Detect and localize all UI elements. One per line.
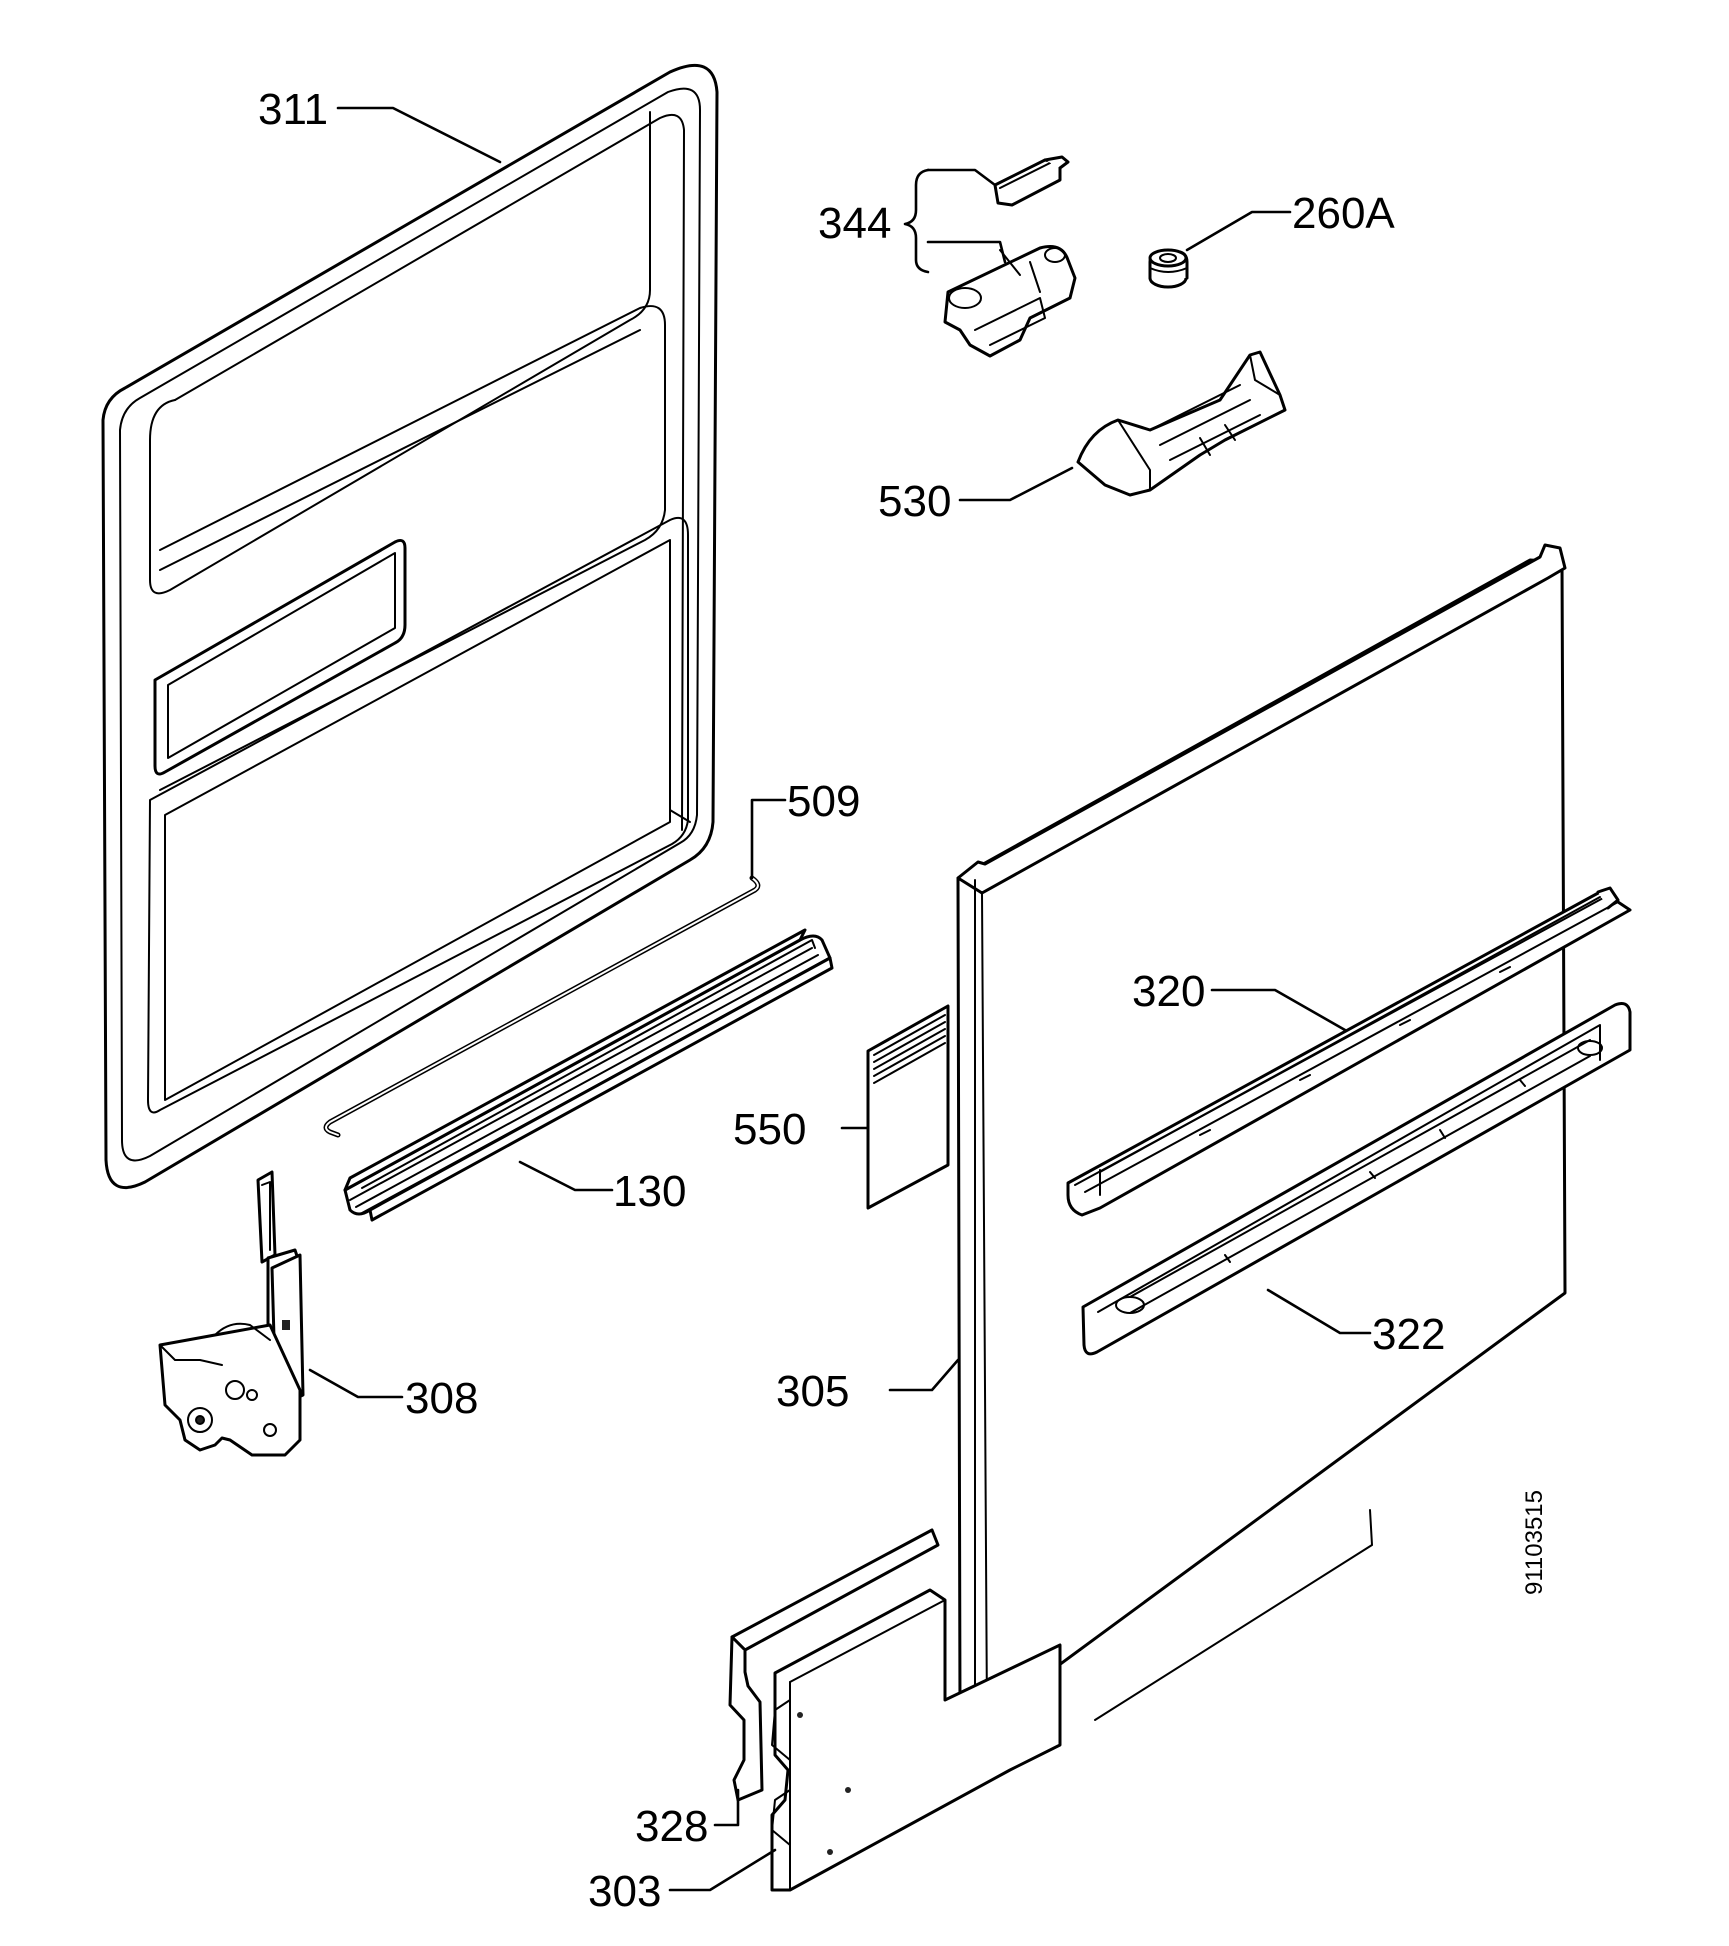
plate-550 [866,1004,950,1210]
leader-530 [958,466,1074,502]
seal-strip-130 [343,928,834,1222]
callout-308: 308 [405,1374,478,1423]
callout-550: 550 [733,1105,806,1154]
callout-305: 305 [776,1367,849,1416]
leader-130 [518,1160,614,1192]
callout-labels: 311 344 260A 530 509 320 550 130 322 308… [258,85,1548,1916]
door-lock-assembly-344 [903,155,1077,358]
callout-320: 320 [1132,967,1205,1016]
lower-rail-322 [1081,1002,1632,1356]
upper-rail-320 [1066,886,1632,1217]
leader-328 [713,1788,740,1827]
reference-number: 91103515 [1521,1490,1548,1595]
callout-509: 509 [787,777,860,826]
callout-344: 344 [818,199,891,248]
leader-320 [1210,988,1347,1032]
callout-530: 530 [878,477,951,526]
kick-plate-328 [728,1528,940,1802]
callout-130: 130 [613,1167,686,1216]
kick-plate-303 [770,1588,1062,1892]
grommet-260a [1148,248,1189,289]
leader-344-lower [926,240,1007,264]
leader-509 [750,798,787,880]
callout-303: 303 [588,1867,661,1916]
callout-311: 311 [258,85,328,134]
leader-260a [1185,210,1292,252]
leader-322 [1266,1288,1372,1335]
door-handle-530 [1076,350,1287,497]
leader-344-upper [926,168,997,187]
callout-322: 322 [1372,1310,1445,1359]
leader-308 [308,1368,404,1399]
callout-328: 328 [635,1802,708,1851]
callout-260a: 260A [1292,189,1395,238]
leader-lines [308,106,1372,1892]
door-hinge-308 [158,1170,305,1457]
inner-door-panel-311 [101,63,719,1190]
wire-rod-509 [323,875,761,1138]
leader-311 [336,106,502,164]
leader-303 [668,1848,777,1892]
leader-305 [888,1358,960,1392]
